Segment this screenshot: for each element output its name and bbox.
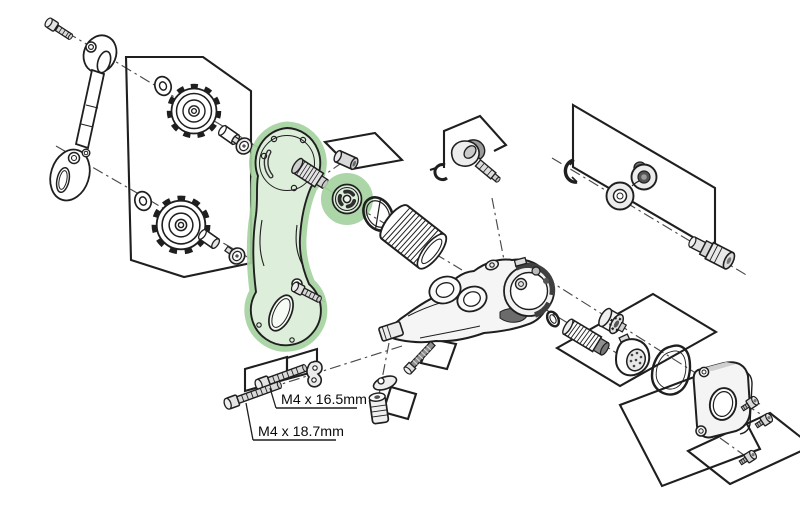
lower-cap-bolt [220, 241, 249, 268]
cage-stop-bushing [333, 149, 359, 171]
cage-tension-spring [379, 204, 448, 270]
b-tension-screw [403, 340, 436, 375]
leader-lower [245, 402, 254, 441]
cover-gasket [650, 344, 692, 396]
label-bolt-lower: M4 x 18.7mm [258, 424, 344, 440]
axis-adjuster [377, 342, 390, 401]
axis-cable-bolt [491, 197, 505, 261]
panel-bolt-lower [243, 355, 289, 393]
barrel-adjuster [368, 392, 390, 425]
panel-cable-bolt [442, 114, 508, 168]
cover-screw-3 [737, 448, 759, 468]
upper-pulley-set [151, 73, 256, 158]
plate-slot-hole [96, 50, 112, 74]
cage-link [306, 360, 323, 388]
cable-clip [429, 163, 448, 182]
clutch-cover-unit [692, 361, 753, 439]
leader-upper [269, 387, 277, 409]
outer-cage-plate-highlighted [244, 121, 329, 352]
cage-oval-slot [268, 294, 294, 332]
body-cable-tab [484, 259, 500, 271]
dimension-labels: M4 x 16.5mm M4 x 18.7mm [245, 387, 367, 441]
lower-washer [131, 188, 155, 214]
body-clamp-tip [378, 320, 404, 342]
label-bolt-upper: M4 x 16.5mm [281, 392, 367, 408]
clutch-spring [562, 318, 610, 356]
cover-mount-ear [695, 425, 707, 437]
cover-mount-hole-top [698, 366, 710, 378]
body-knuckle [503, 256, 556, 318]
lower-pulley-set [131, 188, 249, 268]
axis-bracket [551, 157, 749, 277]
stopper-plate-highlighted [321, 173, 373, 225]
lower-pulley [154, 198, 208, 252]
cover-screw-2 [753, 411, 775, 431]
plate-pivot-hole [85, 41, 97, 53]
inner-plate-bolt [44, 17, 74, 41]
cage-pivot-shaft [291, 157, 329, 189]
cage-pivot-bolt [290, 281, 322, 303]
panel-cage-bushing [322, 131, 405, 171]
cam-unit [614, 333, 651, 377]
e-clip [563, 158, 578, 184]
bolt-m4-18 [223, 380, 282, 410]
upper-pulley [169, 86, 219, 136]
stepped-bolt [688, 236, 736, 270]
derailleur-body [378, 256, 556, 344]
o-ring [545, 310, 561, 328]
upper-washer [151, 73, 175, 99]
adjuster-plate [372, 375, 398, 391]
inner-cage-plate [49, 34, 118, 202]
bracket-axle-link [605, 161, 658, 211]
ratchet-unit [598, 307, 628, 335]
bolt-m4-16 [254, 363, 308, 391]
cable-fixing-bolt [450, 139, 501, 183]
